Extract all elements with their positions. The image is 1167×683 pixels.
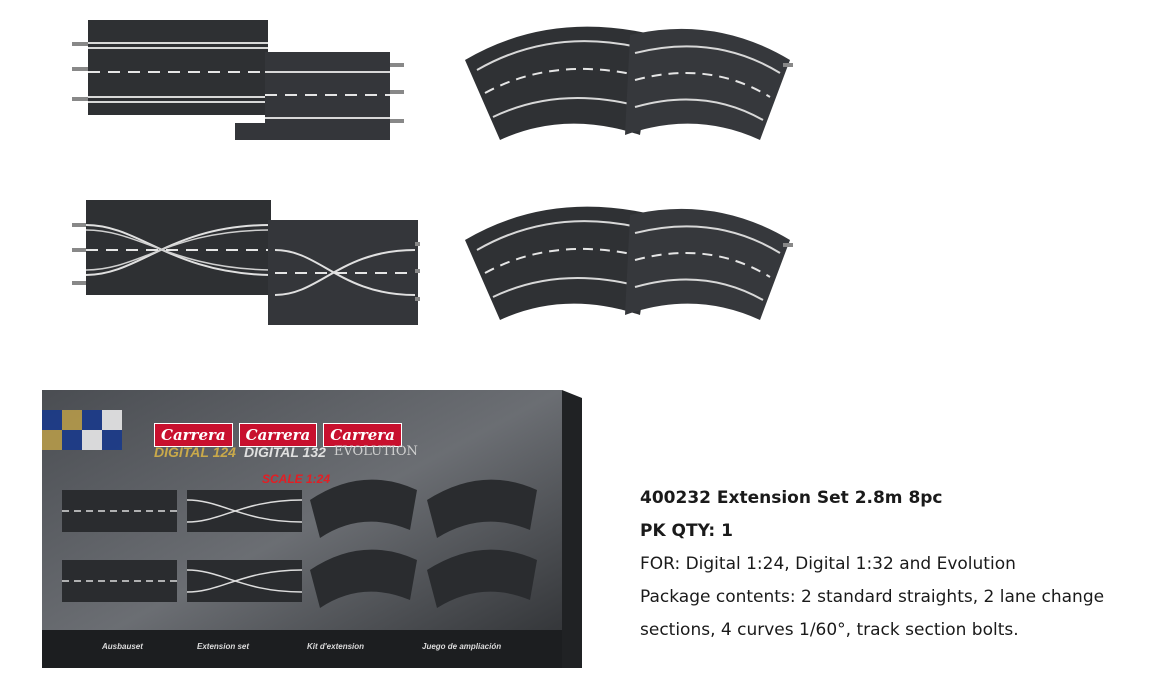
series-label-2: DIGITAL 132 bbox=[243, 444, 326, 460]
package-contents-line-1: Package contents: 2 standard straights, … bbox=[640, 587, 1105, 607]
lane-change-tracks-image bbox=[72, 200, 420, 325]
brand-logo-2: Carrera bbox=[238, 423, 318, 447]
product-description: 400232 Extension Set 2.8m 8pc PK QTY: 1 … bbox=[640, 482, 1160, 647]
compatibility-text: FOR: Digital 1:24, Digital 1:32 and Evol… bbox=[640, 554, 1016, 574]
product-title: 400232 Extension Set 2.8m 8pc bbox=[640, 488, 943, 508]
straight-tracks-image bbox=[72, 20, 404, 140]
package-contents-line-2: sections, 4 curves 1/60°, track section … bbox=[640, 620, 1019, 640]
box-label-de: Ausbauset bbox=[102, 642, 143, 651]
box-label-en: Extension set bbox=[197, 642, 250, 651]
series-label-3: EVOLUTION bbox=[333, 444, 418, 459]
product-box: Carrera Carrera Carrera DIGITAL 124 DIGI… bbox=[42, 390, 582, 668]
scale-label: SCALE 1:24 bbox=[262, 472, 331, 486]
box-label-fr: Kit d'extension bbox=[307, 642, 365, 651]
brand-logo-1: Carrera bbox=[154, 423, 233, 447]
brand-logo-3: Carrera bbox=[323, 423, 402, 447]
series-label-1: DIGITAL 124 bbox=[154, 444, 236, 460]
curve-tracks-image-bottom bbox=[465, 206, 793, 320]
curve-tracks-image-top bbox=[465, 26, 793, 140]
box-label-es: Juego de ampliación bbox=[422, 642, 502, 651]
pack-quantity: PK QTY: 1 bbox=[640, 521, 733, 541]
